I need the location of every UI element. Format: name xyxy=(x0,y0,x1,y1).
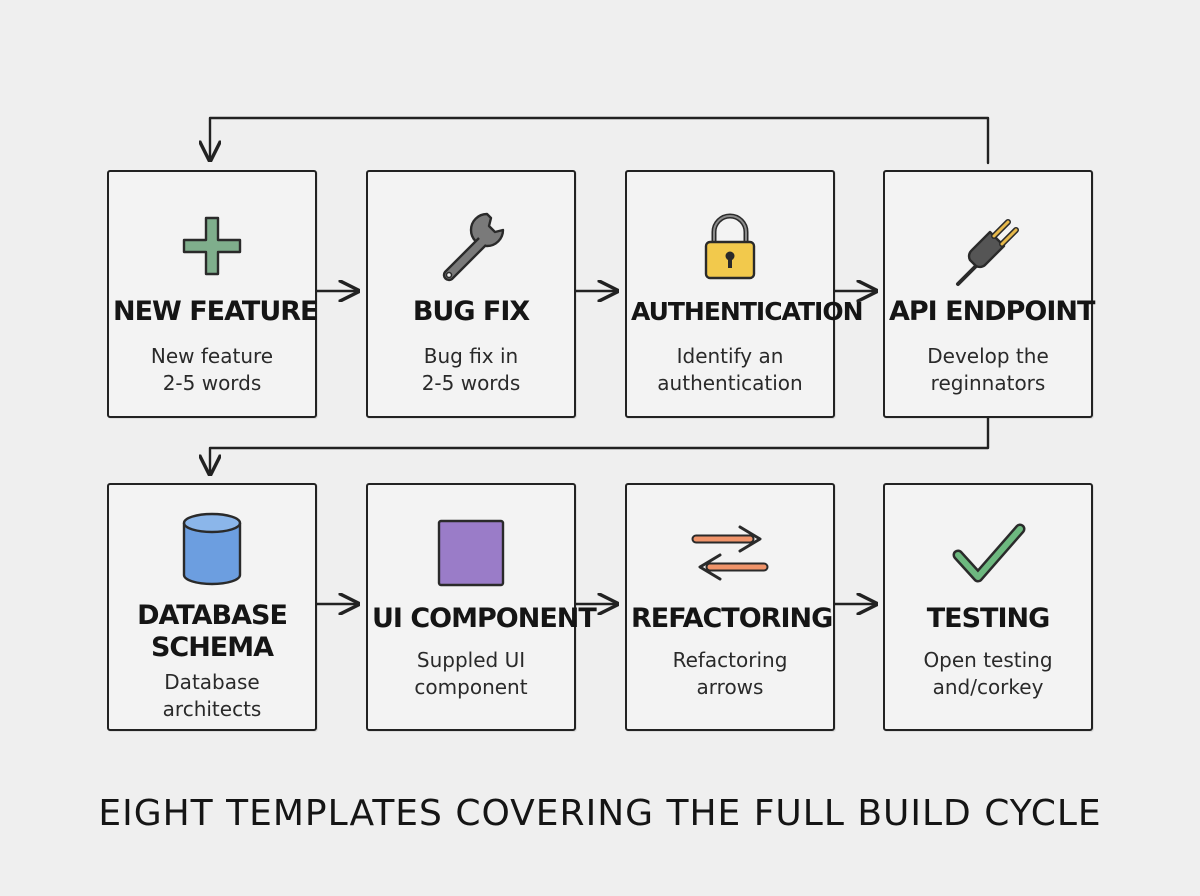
card-new-feature[interactable]: NEW FEATURE New feature 2-5 words xyxy=(107,170,319,418)
card-description: Suppled UI component xyxy=(414,648,528,699)
card-description: Open testing and/corkey xyxy=(923,648,1053,699)
card-title: NEW FEATURE xyxy=(113,296,319,327)
card-title: API ENDPOINT xyxy=(889,296,1095,327)
card-database-schema[interactable]: DATABASE SCHEMA Database architects xyxy=(107,483,317,731)
card-api-endpoint[interactable]: API ENDPOINT Develop the reginnators xyxy=(883,170,1095,418)
lock-icon xyxy=(688,204,772,288)
card-bug-fix[interactable]: BUG FIX Bug fix in 2-5 words xyxy=(366,170,576,418)
card-title: BUG FIX xyxy=(412,296,530,327)
row-transition-arrow xyxy=(210,416,990,474)
card-title: UI COMPONENT xyxy=(372,603,597,634)
card-ui-component[interactable]: UI COMPONENT Suppled UI component xyxy=(366,483,597,731)
card-description: Database architects xyxy=(162,670,262,721)
loop-back-arrow xyxy=(210,116,990,165)
card-title: AUTHENTICATION xyxy=(631,297,864,326)
card-description: Refactoring arrows xyxy=(672,648,788,699)
checkmark-icon xyxy=(946,511,1030,595)
card-title: REFACTORING xyxy=(631,603,833,634)
card-description: Develop the reginnators xyxy=(927,344,1049,395)
square-icon xyxy=(429,511,513,595)
swap-arrows-icon xyxy=(688,511,772,595)
card-description: Identify an authentication xyxy=(657,344,803,395)
card-description: New feature 2-5 words xyxy=(150,344,274,395)
database-icon xyxy=(170,507,254,591)
card-testing[interactable]: TESTING Open testing and/corkey xyxy=(883,483,1093,731)
diagram-caption: EIGHT TEMPLATES COVERING THE FULL BUILD … xyxy=(98,793,1102,834)
card-description: Bug fix in 2-5 words xyxy=(421,344,521,395)
card-title: DATABASE SCHEMA xyxy=(137,600,288,663)
plug-icon xyxy=(946,204,1030,288)
plus-icon xyxy=(170,204,254,288)
wrench-icon xyxy=(429,204,513,288)
card-authentication[interactable]: AUTHENTICATION Identify an authenticatio… xyxy=(625,170,864,418)
card-title: TESTING xyxy=(926,603,1051,634)
card-refactoring[interactable]: REFACTORING Refactoring arrows xyxy=(625,483,835,731)
